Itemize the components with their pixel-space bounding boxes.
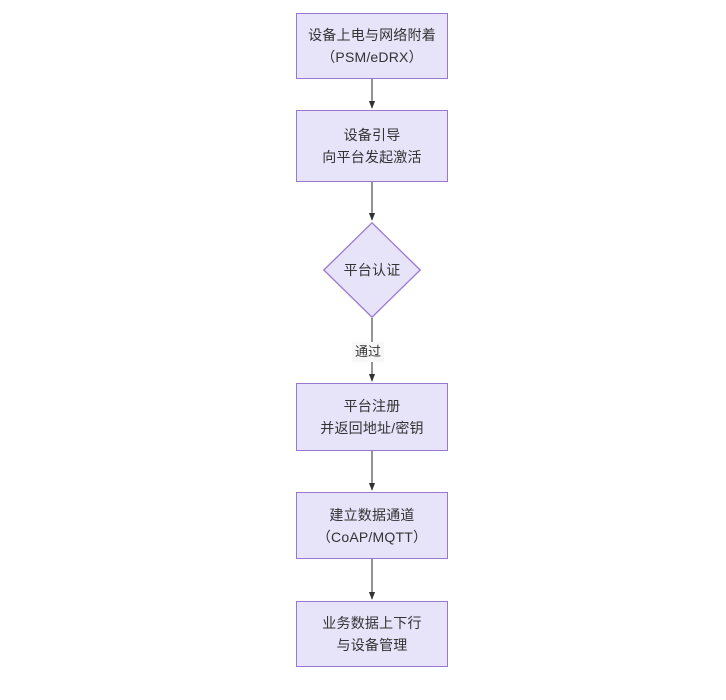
node-power-on[interactable]: 设备上电与网络附着 （PSM/eDRX）	[296, 13, 448, 79]
node-bootstrap-line-2: 向平台发起激活	[322, 149, 422, 165]
node-data-channel-line-2: （CoAP/MQTT）	[316, 528, 428, 545]
node-power-on-line-2: （PSM/eDRX）	[321, 49, 423, 65]
node-platform-register-line-1: 平台注册	[343, 398, 401, 414]
node-platform-auth[interactable]: 平台认证	[323, 222, 421, 318]
node-data-channel[interactable]: 建立数据通道 （CoAP/MQTT）	[296, 492, 448, 559]
node-data-channel-line-1: 建立数据通道	[329, 506, 415, 523]
node-service-data-line-1: 业务数据上下行	[322, 615, 422, 631]
node-service-data[interactable]: 业务数据上下行 与设备管理	[296, 601, 448, 667]
node-service-data-line-2: 与设备管理	[336, 637, 408, 653]
node-power-on-line-1: 设备上电与网络附着	[308, 27, 436, 43]
node-bootstrap-line-1: 设备引导	[343, 127, 401, 143]
node-platform-register-line-2: 并返回地址/密钥	[320, 420, 424, 436]
node-platform-register[interactable]: 平台注册 并返回地址/密钥	[296, 383, 448, 451]
node-platform-auth-label: 平台认证	[343, 262, 401, 278]
node-bootstrap[interactable]: 设备引导 向平台发起激活	[296, 110, 448, 182]
edge-label-pass: 通过	[352, 342, 385, 362]
diamond-shape	[323, 222, 421, 318]
